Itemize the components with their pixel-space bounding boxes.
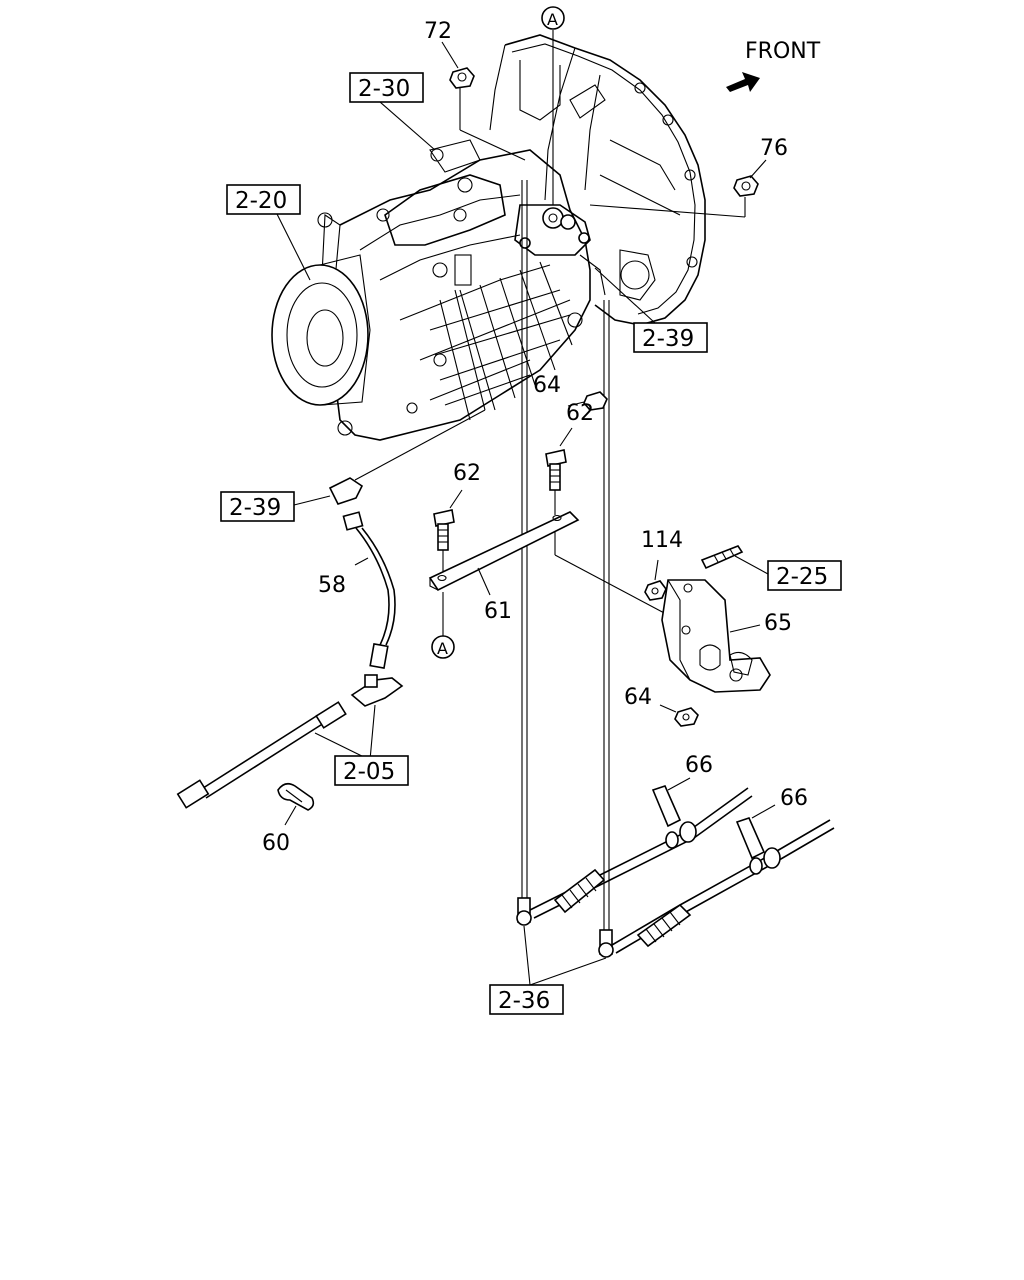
svg-text:2-36: 2-36 xyxy=(498,988,550,1014)
nut-64-lower xyxy=(659,704,699,727)
bracket-65 xyxy=(661,579,771,693)
part-number-114: 114 xyxy=(641,528,683,553)
part-number-62-left: 62 xyxy=(453,461,481,486)
svg-text:A: A xyxy=(547,10,558,29)
part-number-62-right: 62 xyxy=(566,401,594,426)
svg-text:2-39: 2-39 xyxy=(642,326,694,352)
clip-60 xyxy=(277,782,315,826)
part-number-64-lower: 64 xyxy=(624,685,652,710)
part-number-66-left: 66 xyxy=(685,753,713,778)
part-number-72: 72 xyxy=(424,19,452,44)
ref-box-2-05[interactable]: 2-05 xyxy=(334,755,409,786)
svg-text:2-05: 2-05 xyxy=(343,759,395,785)
bolt-114 xyxy=(644,559,667,601)
cables-2-36 xyxy=(516,777,835,986)
part-number-65: 65 xyxy=(764,611,792,636)
front-direction: FRONT xyxy=(726,39,821,92)
part-number-76: 76 xyxy=(760,136,788,161)
part-number-66-right: 66 xyxy=(780,786,808,811)
svg-text:2-20: 2-20 xyxy=(235,188,287,214)
cable-2-05 xyxy=(176,674,404,809)
view-marker-bottom: A xyxy=(431,635,455,659)
transmission-assembly xyxy=(271,34,706,441)
ref-box-2-25[interactable]: 2-25 xyxy=(767,560,842,591)
bolt-62-right xyxy=(545,427,573,515)
part-number-64-upper: 64 xyxy=(533,373,561,398)
svg-text:2-30: 2-30 xyxy=(358,76,410,102)
nut-76 xyxy=(733,175,759,197)
ref-box-2-36[interactable]: 2-36 xyxy=(489,984,564,1015)
part-number-61: 61 xyxy=(484,599,512,624)
nut-72 xyxy=(449,67,475,89)
nut-64-upper xyxy=(567,391,608,411)
part-number-60: 60 xyxy=(262,831,290,856)
ref-box-2-39-lower[interactable]: 2-39 xyxy=(220,491,331,522)
svg-text:2-39: 2-39 xyxy=(229,495,281,521)
part-number-58: 58 xyxy=(318,573,346,598)
part-number-labels: 72 76 64 62 62 114 58 61 65 64 66 66 60 xyxy=(262,19,808,856)
bolt-62-left xyxy=(433,489,463,578)
ref-box-2-20[interactable]: 2-20 xyxy=(226,184,311,281)
bracket-61 xyxy=(428,511,580,636)
speedo-cable-58 xyxy=(328,477,396,669)
ref-box-2-39-upper[interactable]: 2-39 xyxy=(594,267,708,353)
svg-text:A: A xyxy=(437,639,448,658)
front-arrow-icon xyxy=(726,72,760,92)
view-marker-top: A xyxy=(541,6,565,30)
stud-2-25 xyxy=(700,545,769,575)
ref-box-2-30[interactable]: 2-30 xyxy=(349,72,436,151)
front-label: FRONT xyxy=(745,39,821,64)
svg-text:2-25: 2-25 xyxy=(776,564,828,590)
